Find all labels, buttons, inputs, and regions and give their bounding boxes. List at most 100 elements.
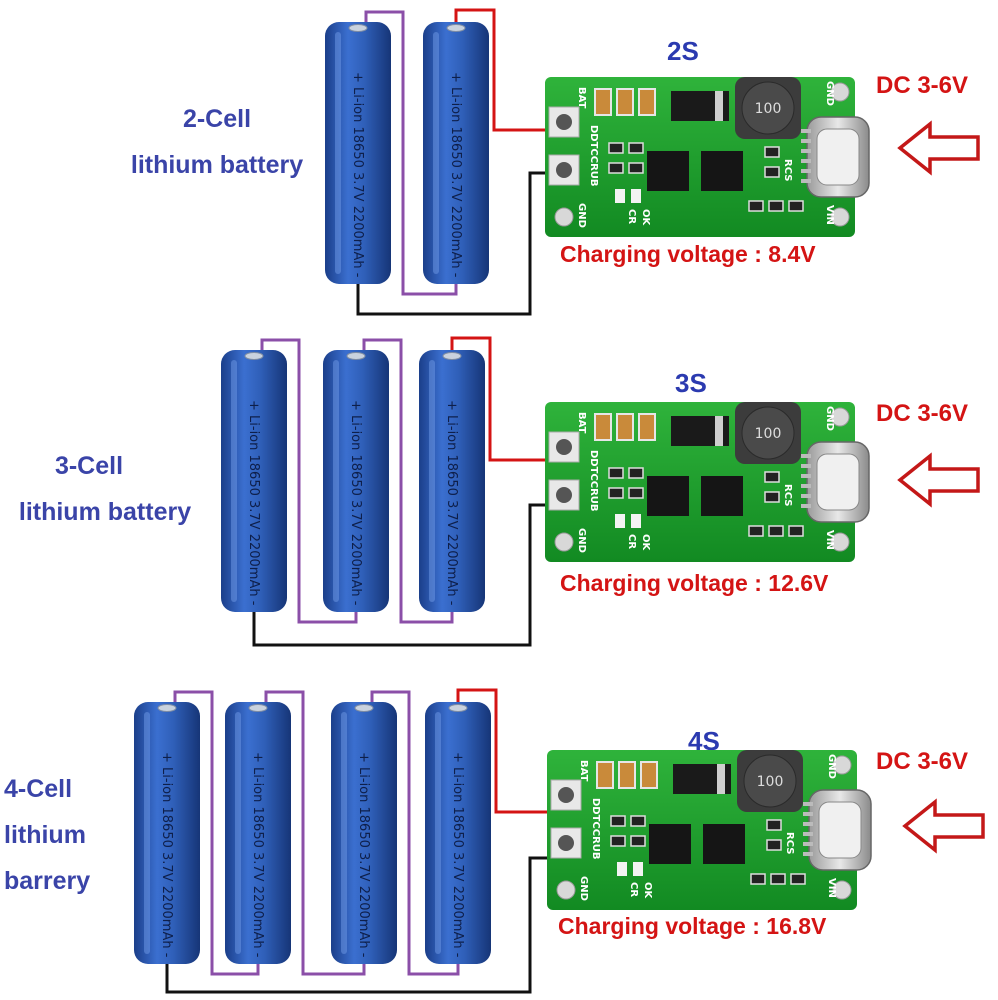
input-arrow-icon [897,120,980,176]
led-cr-label: CR [626,534,637,549]
battery-cell: + Li-ion 18650 3.7V 2200mAh - [419,350,485,612]
res-label: RCS [784,832,795,854]
battery-terminal [244,352,264,360]
usb-pin [803,822,813,826]
usb-pin [801,129,811,133]
negative-wire [252,503,567,647]
pin-gnd-label: GND [578,876,589,901]
resistor [768,200,784,212]
battery-highlight [435,712,441,954]
usb-c-opening [816,453,860,511]
led-cr-label: CR [628,882,639,897]
battery-cell: + Li-ion 18650 3.7V 2200mAh - [221,350,287,612]
battery-body [225,702,291,964]
pin-mode-label: DDTCCRUB [588,125,599,187]
usb-pin [801,179,811,183]
battery-terminal [157,704,177,712]
led-ok-label: OK [640,209,651,227]
usb-pin [803,852,813,856]
resistor [630,815,646,827]
resistor [788,200,804,212]
pin-mode-label: DDTCCRUB [590,798,601,860]
resistor [764,166,780,178]
battery-terminal [346,352,366,360]
negative-wire [165,856,569,994]
charging-voltage-3s: Charging voltage : 12.6V [560,570,829,596]
usb-pin [801,484,811,488]
pin-vin-label: VIN [824,530,835,550]
charging-voltage-4s: Charging voltage : 16.8V [558,913,827,939]
pin-vin-label: VIN [824,205,835,225]
input-arrow-icon [897,452,980,508]
capacitor [638,413,656,441]
cell-label-line: lithium [4,821,86,849]
mount-hole [830,532,850,552]
bat-pad [550,779,582,811]
negative-wire [356,171,567,316]
mount-hole [556,880,576,900]
res-label: RCS [782,159,793,181]
gnd-hole [558,835,574,851]
inductor-core [743,754,797,808]
gnd-hole [556,487,572,503]
led-cr [615,514,625,528]
inductor-label: 100 [757,774,784,790]
pin-gnd-right-label: GND [824,406,835,431]
battery-cell: + Li-ion 18650 3.7V 2200mAh - [331,702,397,964]
pin-gnd-label: GND [576,203,587,228]
usb-pin [803,802,813,806]
battery-body [423,22,489,284]
led-cr [615,189,625,203]
led-ok [631,514,641,528]
pin-gnd-label: GND [576,528,587,553]
battery-print: + Li-ion 18650 3.7V 2200mAh - [250,752,265,958]
pin-bat-label: BAT [576,412,587,434]
series-wire [370,690,460,976]
series-wire [362,338,454,624]
battery-highlight [144,712,150,954]
battery-highlight [333,360,339,602]
series-wire [264,690,366,976]
section-4s: 4-Cell lithium barrery 4S DC 3-6V Chargi… [0,666,998,999]
led-ok-label: OK [640,534,651,552]
battery-print: + Li-ion 18650 3.7V 2200mAh - [444,400,459,606]
capacitor [596,761,614,789]
inductor-core [741,81,795,135]
battery-terminal [248,704,268,712]
cell-label-line: 4-Cell [4,775,73,803]
usb-pin [801,504,811,508]
cell-label-3s: 3-Cell lithium battery [0,443,210,535]
resistor [608,487,624,499]
resistor [628,467,644,479]
resistor [628,142,644,154]
bat-hole [556,439,572,455]
battery-highlight [231,360,237,602]
diode-band [717,764,725,794]
bat-hole [556,114,572,130]
capacitor [638,88,656,116]
resistor [748,525,764,537]
res-label: RCS [782,484,793,506]
resistor [750,873,766,885]
series-wire [260,338,358,624]
resistor [770,873,786,885]
pin-bat-label: BAT [578,760,589,782]
series-wire [364,10,458,296]
resistor [628,162,644,174]
diode-band [715,91,723,121]
capacitor [594,88,612,116]
battery-terminal [354,704,374,712]
battery-print: + Li-ion 18650 3.7V 2200mAh - [450,752,465,958]
resistor [766,839,782,851]
capacitor [640,761,658,789]
resistor [764,471,780,483]
led-cr [617,862,627,876]
battery-print: + Li-ion 18650 3.7V 2200mAh - [159,752,174,958]
ic-chip [647,151,689,191]
resistor [768,525,784,537]
input-arrow-icon [902,798,985,854]
section-2s: 2-Cell lithium battery 2S DC 3-6V Chargi… [0,0,998,333]
pin-bat-label: BAT [576,87,587,109]
